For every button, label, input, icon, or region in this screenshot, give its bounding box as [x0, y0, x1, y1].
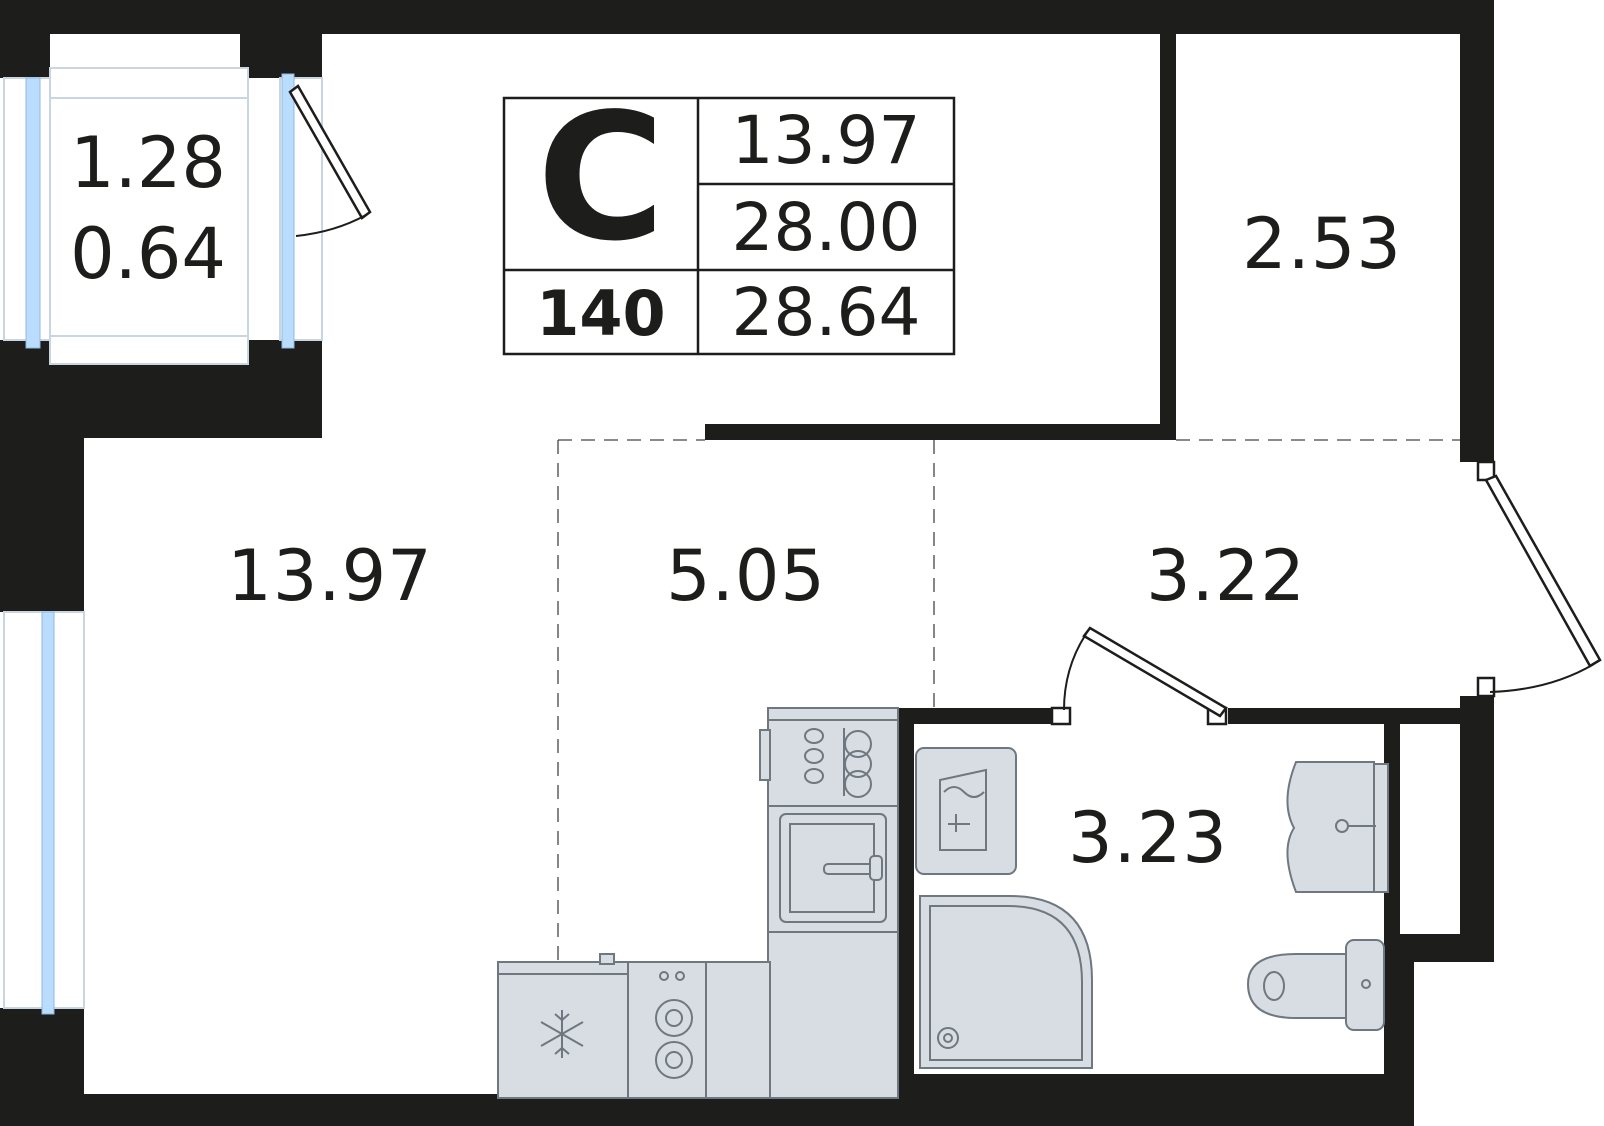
sink-icon	[779, 813, 887, 923]
total-with-balcony-value: 28.64	[732, 274, 921, 351]
spec-box: С 13.97 28.00 140 28.64	[502, 77, 956, 356]
washbasin-icon	[1286, 761, 1389, 893]
cooktop-icon	[804, 728, 872, 798]
bathroom-door	[1050, 626, 1228, 726]
unit-number: 140	[536, 277, 665, 350]
balcony-door	[288, 84, 372, 237]
shower-tray-icon	[919, 895, 1093, 1069]
total-area-value: 28.00	[732, 189, 921, 266]
living-area-value: 13.97	[732, 102, 921, 179]
snowflake-icon	[540, 1010, 584, 1058]
entrance-door	[1476, 460, 1602, 698]
hall-area: 3.22	[1146, 535, 1306, 617]
balcony-area: 1.28	[70, 122, 226, 204]
storage-area: 2.53	[1242, 203, 1402, 285]
washing-machine-icon	[627, 961, 771, 1099]
room-area: 13.97	[227, 535, 432, 617]
washer-bath	[915, 747, 1017, 875]
room-window	[3, 611, 85, 1015]
balcony-glazing	[3, 67, 323, 365]
bathroom-area: 3.23	[1068, 797, 1228, 879]
zone-dividers	[557, 439, 1460, 960]
balcony-reduced-area: 0.64	[70, 213, 226, 295]
unit-type-letter: С	[537, 77, 665, 280]
fridge	[497, 953, 629, 1099]
kitchen-area: 5.05	[666, 535, 826, 617]
toilet-icon	[1246, 939, 1385, 1031]
walls	[0, 0, 1494, 1126]
